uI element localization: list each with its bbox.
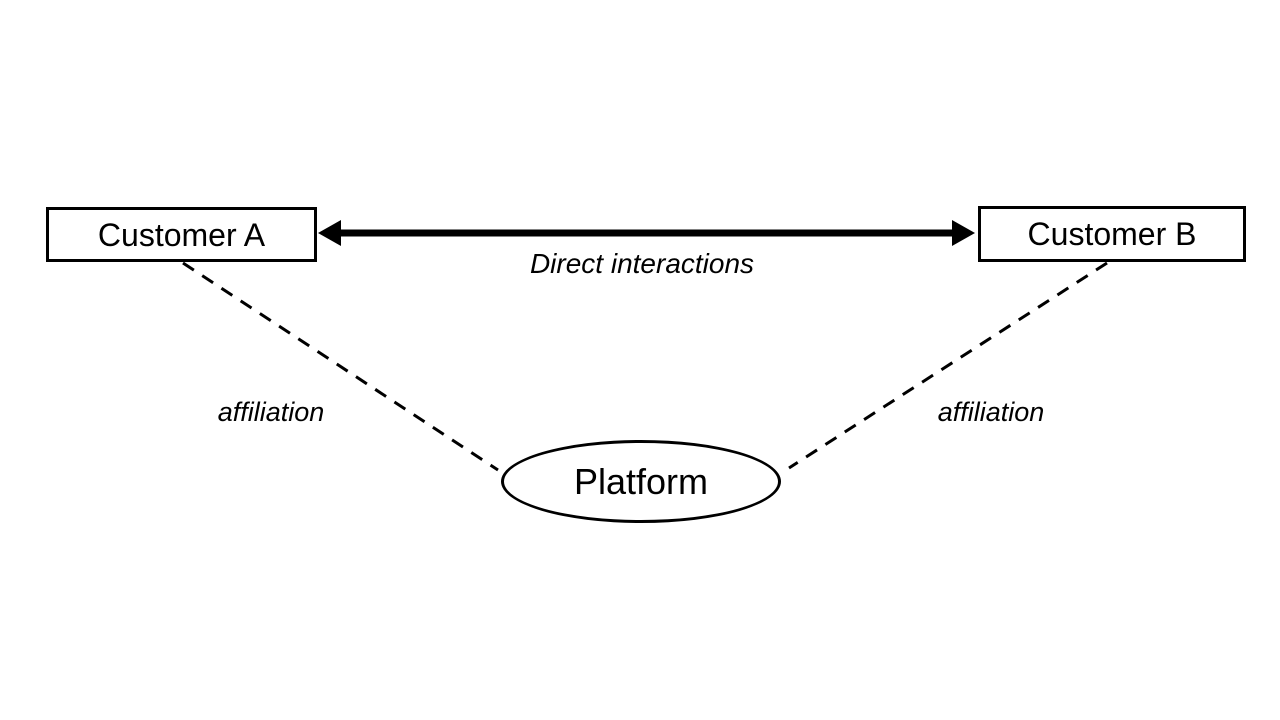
customer-a-node: Customer A	[46, 207, 317, 262]
affiliation-right-edge	[788, 261, 1108, 470]
customer-b-label: Customer B	[1027, 216, 1197, 252]
direct-interactions-edge-label: Direct interactions	[529, 248, 755, 279]
arrowhead-left-icon	[318, 220, 341, 246]
affiliation-left-edge	[182, 261, 499, 472]
affiliation-left-edge-label: affiliation	[217, 397, 325, 427]
customer-b-node: Customer B	[978, 206, 1246, 262]
affiliation-right-edge-label: affiliation	[937, 397, 1045, 427]
platform-label: Platform	[573, 460, 709, 502]
arrowhead-right-icon	[952, 220, 975, 246]
platform-node: Platform	[501, 440, 781, 523]
customer-a-label: Customer A	[97, 216, 266, 253]
